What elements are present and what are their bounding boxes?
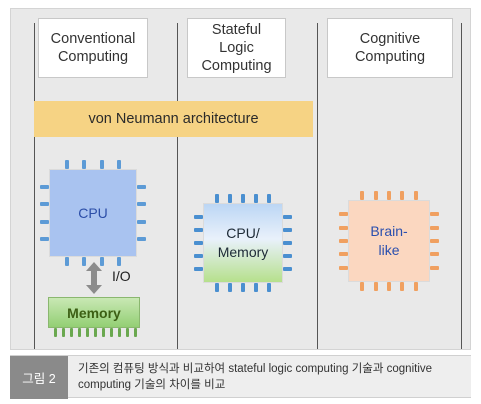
chip-pin bbox=[116, 160, 121, 169]
column-divider bbox=[317, 23, 318, 349]
caption-tag: 그림 2 bbox=[10, 356, 68, 399]
chip-pin bbox=[413, 282, 418, 291]
header-conventional-computing: Conventional Computing bbox=[38, 18, 148, 78]
chip-pin bbox=[400, 282, 405, 291]
chip-pin bbox=[360, 282, 365, 291]
chip-pin bbox=[194, 267, 203, 271]
chip-pin bbox=[339, 239, 348, 243]
memory-pin bbox=[102, 328, 105, 337]
caption-text: 기존의 컴퓨팅 방식과 비교하여 stateful logic computin… bbox=[78, 363, 433, 391]
memory-label: Memory bbox=[48, 297, 140, 328]
header-cognitive-computing: Cognitive Computing bbox=[327, 18, 453, 78]
chip-pin bbox=[413, 191, 418, 200]
chip-pin bbox=[339, 212, 348, 217]
chip-pin bbox=[215, 283, 219, 292]
memory-pin bbox=[126, 328, 129, 337]
chip-pin bbox=[283, 241, 292, 245]
chip-pin bbox=[65, 160, 70, 169]
chip-pin bbox=[65, 257, 70, 266]
chip-pin bbox=[194, 254, 203, 258]
memory-pin bbox=[134, 328, 137, 337]
chip-pin bbox=[283, 228, 292, 232]
cpu-memory-label: CPU/ Memory bbox=[204, 204, 282, 282]
cpu-memory-chip-icon: CPU/ Memory bbox=[192, 192, 294, 294]
chip-pin bbox=[339, 265, 348, 270]
chip-pin bbox=[360, 191, 365, 200]
chip-pin bbox=[373, 191, 378, 200]
chip-pin bbox=[283, 267, 292, 271]
chip-pin bbox=[116, 257, 121, 266]
column-divider bbox=[461, 23, 462, 349]
header-stateful-logic-computing: Stateful Logic Computing bbox=[187, 18, 286, 78]
memory-pin bbox=[118, 328, 121, 337]
chip-pin bbox=[228, 283, 232, 292]
chip-pin bbox=[267, 283, 271, 292]
chip-pin bbox=[267, 194, 271, 203]
chip-pin bbox=[228, 194, 232, 203]
column-divider bbox=[34, 23, 35, 349]
column-divider bbox=[177, 23, 178, 349]
chip-pin bbox=[137, 185, 146, 190]
figure-caption: 그림 2 기존의 컴퓨팅 방식과 비교하여 stateful logic com… bbox=[10, 355, 471, 399]
chip-pin bbox=[194, 241, 203, 245]
memory-pin bbox=[78, 328, 81, 337]
chip-pin bbox=[241, 283, 245, 292]
chip-pin bbox=[373, 282, 378, 291]
memory-module-icon: Memory bbox=[48, 297, 140, 338]
memory-pin bbox=[86, 328, 89, 337]
memory-pin bbox=[70, 328, 73, 337]
von-neumann-banner: von Neumann architecture bbox=[34, 101, 313, 137]
chip-pin bbox=[40, 219, 49, 224]
chip-pin bbox=[387, 191, 391, 200]
chip-pin bbox=[339, 252, 348, 257]
chip-pin bbox=[400, 191, 405, 200]
memory-pin bbox=[62, 328, 65, 337]
brain-like-chip-icon: Brain- like bbox=[337, 189, 441, 293]
chip-pin bbox=[283, 254, 292, 258]
cpu-label: CPU bbox=[50, 170, 136, 256]
chip-pin bbox=[40, 236, 49, 241]
chip-pin bbox=[241, 194, 245, 203]
memory-pin bbox=[54, 328, 57, 337]
chip-pin bbox=[430, 239, 439, 243]
chip-pin bbox=[430, 225, 439, 230]
brain-like-label: Brain- like bbox=[349, 201, 429, 281]
chip-pin bbox=[99, 257, 104, 266]
chip-pin bbox=[82, 160, 87, 169]
chip-pin bbox=[254, 194, 258, 203]
chip-pin bbox=[137, 219, 146, 224]
chip-pin bbox=[430, 252, 439, 257]
chip-pin bbox=[40, 202, 49, 207]
chip-pin bbox=[99, 160, 104, 169]
chip-pin bbox=[137, 202, 146, 207]
chip-pin bbox=[194, 215, 203, 219]
memory-pin bbox=[110, 328, 113, 337]
chip-pin bbox=[194, 228, 203, 232]
chip-pin bbox=[283, 215, 292, 219]
chip-pin bbox=[215, 194, 219, 203]
memory-pin bbox=[94, 328, 97, 337]
io-label: I/O bbox=[112, 268, 131, 284]
chip-pin bbox=[254, 283, 258, 292]
chip-pin bbox=[82, 257, 87, 266]
io-double-arrow-icon bbox=[86, 262, 102, 294]
chip-pin bbox=[40, 185, 49, 190]
chip-pin bbox=[137, 236, 146, 241]
chip-pin bbox=[387, 282, 391, 291]
chip-pin bbox=[430, 212, 439, 217]
chip-pin bbox=[430, 265, 439, 270]
chip-pin bbox=[339, 225, 348, 230]
cpu-chip-icon: CPU bbox=[38, 158, 148, 268]
